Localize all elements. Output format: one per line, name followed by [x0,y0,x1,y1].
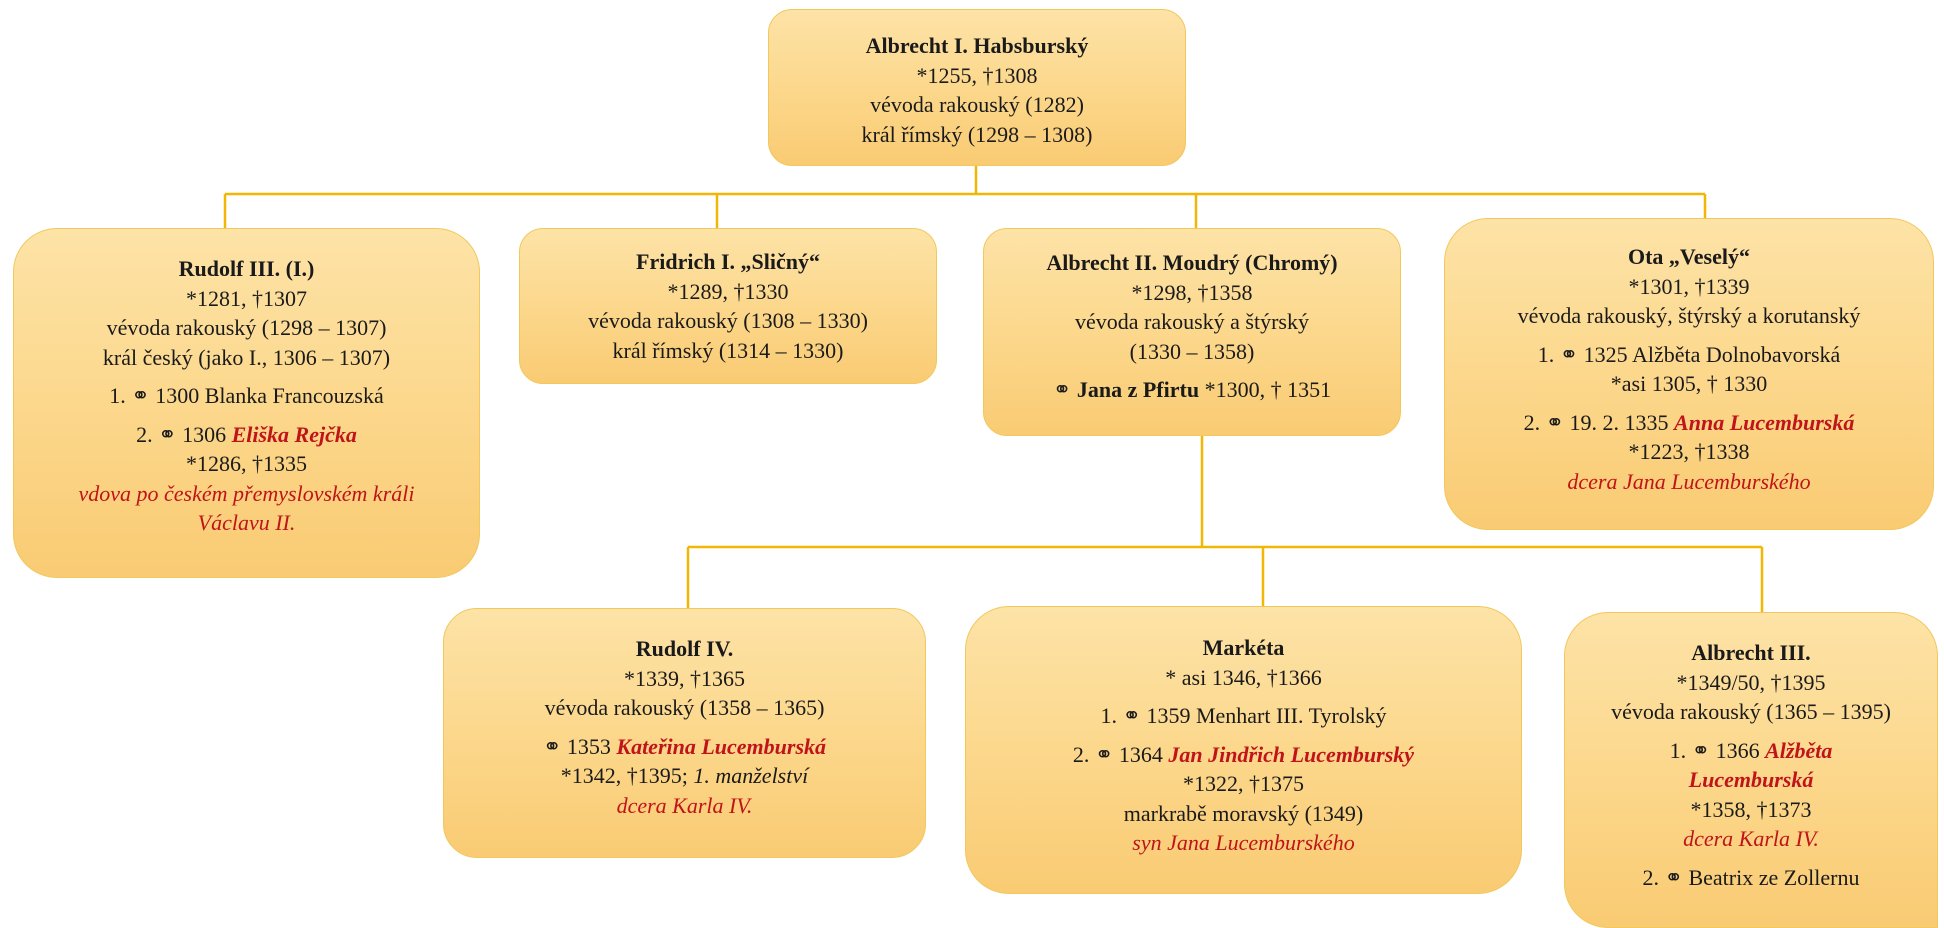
person-rudolf-4: Rudolf IV. *1339, †1365 vévoda rakouský … [443,608,926,858]
spouse-dates: *1322, †1375 [1183,771,1304,796]
marriage-1: 1. ⚭ 1300 Blanka Francouzská [109,383,384,408]
spouse-note: syn Jana Lucemburského [1132,830,1355,855]
person-dates: *1289, †1330 [667,278,789,304]
person-title: vévoda rakouský (1282) [870,92,1084,117]
spouse-note: dcera Jana Lucemburského [1567,468,1811,494]
marriage-symbol: ⚭ [1094,741,1114,767]
spouse-name: Eliška Rejčka [231,421,357,447]
person-name: Rudolf IV. [635,636,734,661]
person-name: Albrecht I. Habsburský [865,33,1089,58]
person-albrecht-3: Albrecht III. *1349/50, †1395 vévoda rak… [1564,612,1938,928]
person-ota: Ota „Veselý“ *1301, †1339 vévoda rakousk… [1444,218,1934,530]
spouse-name: Lucemburská [1688,767,1814,792]
spouse-dates: *1223, †1338 [1628,439,1750,464]
marriage-symbol: ⚭ [1691,737,1711,763]
marriage-2: 2. ⚭ 1306 Eliška Rejčka [136,421,357,447]
marriage-symbol: ⚭ [131,383,150,408]
person-title: (1330 – 1358) [1129,338,1255,364]
marriage-1: ⚭ 1353 Kateřina Lucemburská [542,733,827,759]
spouse-dates: *1358, †1373 [1690,796,1812,822]
person-title: vévoda rakouský (1358 – 1365) [544,695,825,720]
person-marketa: Markéta * asi 1346, †1366 1. ⚭ 1359 Menh… [965,606,1522,894]
person-albrecht-1: Albrecht I. Habsburský *1255, †1308 vévo… [768,9,1186,166]
spouse-note: Václavu II. [197,510,296,535]
spouse-name: Jan Jindřich Lucemburský [1168,741,1415,767]
person-fridrich-1: Fridrich I. „Sličný“ *1289, †1330 vévoda… [519,228,937,384]
person-title: vévoda rakouský (1308 – 1330) [588,308,868,333]
person-name: Rudolf III. (I.) [178,256,315,281]
spouse-title: markrabě moravský (1349) [1123,800,1364,826]
person-title: vévoda rakouský (1298 – 1307) [106,315,387,340]
marriage-symbol: ⚭ [542,733,562,759]
marriage-1: 1. ⚭ 1359 Menhart III. Tyrolský [1100,703,1387,728]
spouse-note: vdova po českém přemyslovském králi [78,480,415,506]
person-name: Albrecht II. Moudrý (Chromý) [1046,250,1338,275]
spouse-dates: *asi 1305, † 1330 [1610,371,1768,396]
person-dates: *1281, †1307 [186,285,307,311]
spouse-dates: *1286, †1335 [186,451,307,476]
person-title: král český (jako I., 1306 – 1307) [102,344,391,370]
marriage-2: 2. ⚭ 19. 2. 1335 Anna Lucemburská [1523,409,1855,435]
marriage-symbol: ⚭ [1122,703,1141,728]
person-rudolf-3: Rudolf III. (I.) *1281, †1307 vévoda rak… [13,228,480,578]
marriage-2: 2. ⚭ Beatrix ze Zollernu [1642,864,1860,890]
person-title: král římský (1298 – 1308) [861,121,1093,147]
person-dates: *1339, †1365 [624,665,745,691]
marriage-symbol: ⚭ [1664,864,1683,890]
person-title: vévoda rakouský a štýrský [1074,309,1309,334]
person-albrecht-2: Albrecht II. Moudrý (Chromý) *1298, †135… [983,228,1401,436]
spouse-name: Alžběta [1765,737,1833,763]
person-dates: *1301, †1339 [1628,273,1750,299]
marriage-1: 1. ⚭ 1366 Alžběta [1669,737,1833,763]
marriage-symbol: ⚭ [158,421,177,447]
marriage-1: 1. ⚭ 1325 Alžběta Dolnobavorská [1537,341,1841,367]
person-dates: *1349/50, †1395 [1676,669,1826,695]
person-title: král římský (1314 – 1330) [612,337,844,363]
spouse-dates: *1342, †1395; 1. manželství [560,763,809,788]
spouse-note: dcera Karla IV. [616,792,753,818]
marriage-symbol: ⚭ [1052,377,1072,402]
spouse-name: Anna Lucemburská [1674,409,1855,435]
person-name: Fridrich I. „Sličný“ [636,249,820,274]
person-dates: * asi 1346, †1366 [1165,664,1322,690]
marriage-symbol: ⚭ [1545,409,1565,435]
marriage-2: 2. ⚭ 1364 Jan Jindřich Lucemburský [1072,741,1415,767]
marriage-1: ⚭ Jana z Pfirtu *1300, † 1351 [1052,377,1332,402]
spouse-name: Kateřina Lucemburská [616,733,827,759]
person-title: vévoda rakouský, štýrský a korutanský [1517,303,1861,328]
person-name: Ota „Veselý“ [1627,244,1750,269]
spouse-note: dcera Karla IV. [1683,826,1819,851]
person-dates: *1298, †1358 [1131,279,1253,305]
marriage-symbol: ⚭ [1559,341,1579,367]
spouse-name: Jana z Pfirtu [1071,377,1200,402]
person-title: vévoda rakouský (1365 – 1395) [1611,699,1891,724]
person-name: Markéta [1202,635,1285,660]
person-name: Albrecht III. [1691,640,1811,665]
person-dates: *1255, †1308 [916,62,1038,88]
